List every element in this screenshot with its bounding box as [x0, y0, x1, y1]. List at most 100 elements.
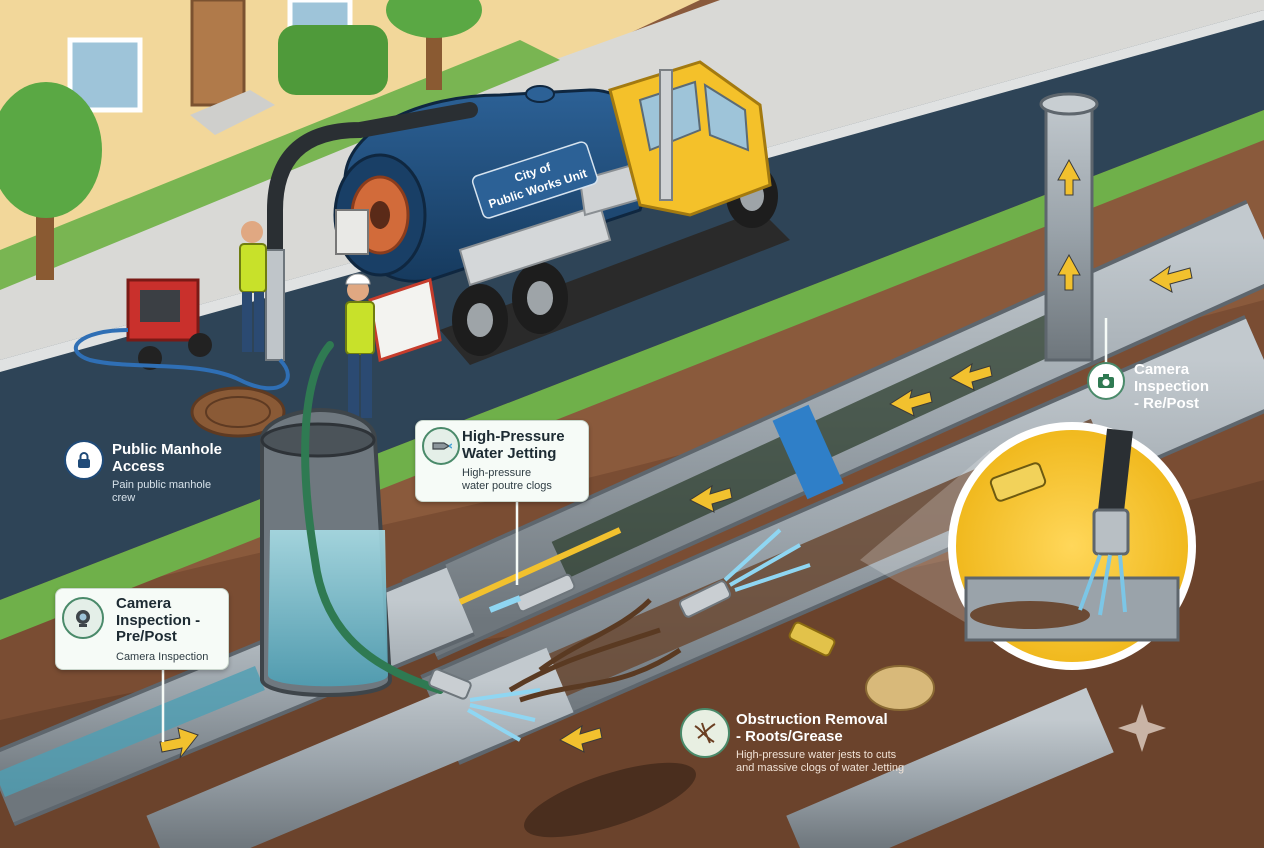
pressure-washer [74, 278, 290, 391]
jet-spray-upper [488, 595, 522, 613]
camera-inspection-callout: Camera Inspection - Pre/Post Camera Insp… [55, 588, 229, 670]
nozzle-icon [432, 442, 452, 450]
worker-head [241, 221, 263, 243]
jetting-desc-line-2: water poutre clogs [462, 480, 552, 493]
worker-leg [242, 292, 252, 352]
rear-bumper [368, 278, 442, 362]
jetting-title-line-2: Water Jetting [462, 444, 557, 462]
manhole-title-line-1: Public Manhole [112, 441, 223, 458]
roots [508, 598, 682, 703]
camera-right-icon-circle [1087, 362, 1125, 400]
shaft-opening [260, 422, 376, 458]
lock-icon [78, 452, 90, 468]
obstruction-label: Obstruction Removal - Roots/Grease High-… [736, 711, 966, 775]
safety-vest [239, 243, 267, 293]
manhole-lock-icon-circle [64, 440, 104, 480]
cutter-spray [723, 528, 811, 592]
vacuum-boom-hose [267, 102, 478, 348]
root-obstruction [508, 528, 811, 703]
sparkle-icon [1118, 704, 1166, 752]
truck-hub [527, 281, 553, 315]
flow-arrow-left [1149, 264, 1193, 293]
zoom-yellow-nozzle [989, 462, 1047, 502]
worker-leg [254, 292, 264, 352]
tree-canopy [0, 82, 102, 218]
flow-arrow-up [1057, 253, 1081, 291]
zoom-debris [970, 601, 1090, 629]
flow-arrow-up [1057, 158, 1081, 196]
toolbox [458, 203, 612, 287]
camera-title-line-1: Camera [116, 595, 172, 612]
manhole-desc-line-1: Pain public manhole [112, 478, 212, 491]
obstruction-title-line-2: - Roots/Grease [736, 727, 843, 745]
washer-hose [74, 328, 290, 391]
vacuum-tube [265, 249, 285, 361]
jetting-icon-circle [422, 427, 460, 465]
grease-clog [865, 665, 935, 711]
entry-steps [190, 90, 275, 135]
exhaust-stack [659, 69, 673, 201]
flow-arrow-left [948, 362, 993, 391]
vacuum-truck: City of Public Works Unit [333, 60, 790, 365]
flow-arrow-right [159, 727, 199, 759]
manhole-desc-line-2: crew [112, 491, 136, 504]
building-door [190, 0, 246, 107]
zoom-spray [1078, 554, 1127, 616]
control-panel [335, 209, 369, 255]
camera-icon-circle [62, 597, 104, 639]
camera-icon [1098, 374, 1114, 388]
zoom-nozzle-head [1092, 508, 1130, 556]
manhole-access-label: Public Manhole Access Pain public manhol… [112, 441, 262, 505]
hard-hat [345, 273, 371, 285]
camera-title-line-3: Pre/Post [116, 628, 177, 645]
bottom-cross-pipe [146, 647, 574, 848]
jetting-hose [301, 341, 444, 694]
truck-decal: City of Public Works Unit [471, 141, 599, 219]
manhole-cover-ring [205, 396, 271, 428]
camera-icon [76, 610, 90, 627]
grease-nozzle [788, 621, 836, 657]
hose-reel-hub [370, 201, 390, 229]
worker-right [345, 273, 375, 418]
worker-leg [348, 354, 359, 418]
jet-nozzle-upper [514, 573, 576, 613]
worker-leg [361, 354, 372, 418]
obstruction-desc-line-1: High-pressure water jests to cuts [736, 748, 897, 761]
manhole-title-line-2: Access [112, 457, 165, 475]
vertical-riser-pipe [1044, 98, 1094, 362]
jetting-callout: High-Pressure Water Jetting High-pressur… [415, 420, 589, 502]
jetting-title-line-1: High-Pressure [462, 428, 565, 445]
hedge [278, 25, 388, 95]
truck-hub [467, 303, 493, 337]
washer-wheel [188, 333, 212, 357]
washer-engine [140, 290, 180, 322]
jet-hose-yellow [458, 527, 622, 605]
flow-arrow-left [558, 724, 603, 753]
decal-panel [471, 141, 599, 219]
bottom-right-pipe [786, 687, 1114, 848]
windshield [703, 83, 750, 152]
obstruction-title-line-1: Obstruction Removal [736, 711, 888, 728]
flow-arrow-left [888, 388, 933, 417]
pipe-flow-water [0, 665, 265, 798]
camera-right-label: Camera Inspection - Re/Post [1134, 361, 1244, 412]
flow-arrows [159, 158, 1193, 759]
manhole-cover [190, 386, 286, 438]
water-spray [467, 688, 541, 742]
roots-icon [694, 722, 716, 744]
debris-pile [524, 762, 696, 838]
nozzle-zoom-inset [860, 422, 1196, 670]
camera-desc: Camera Inspection [116, 651, 209, 663]
sewer-pipe-network [0, 92, 1264, 848]
root-cutter-nozzle [678, 580, 732, 618]
jetting-desc-line-1: High-pressure [462, 467, 532, 479]
jet-nozzle [428, 668, 472, 700]
zoom-camera-hose [1097, 428, 1133, 522]
tank-hatch [525, 85, 555, 103]
worker-left [239, 221, 267, 352]
tree-canopy [386, 0, 482, 38]
safety-vest [345, 301, 375, 355]
pipe-coupling [772, 404, 844, 500]
